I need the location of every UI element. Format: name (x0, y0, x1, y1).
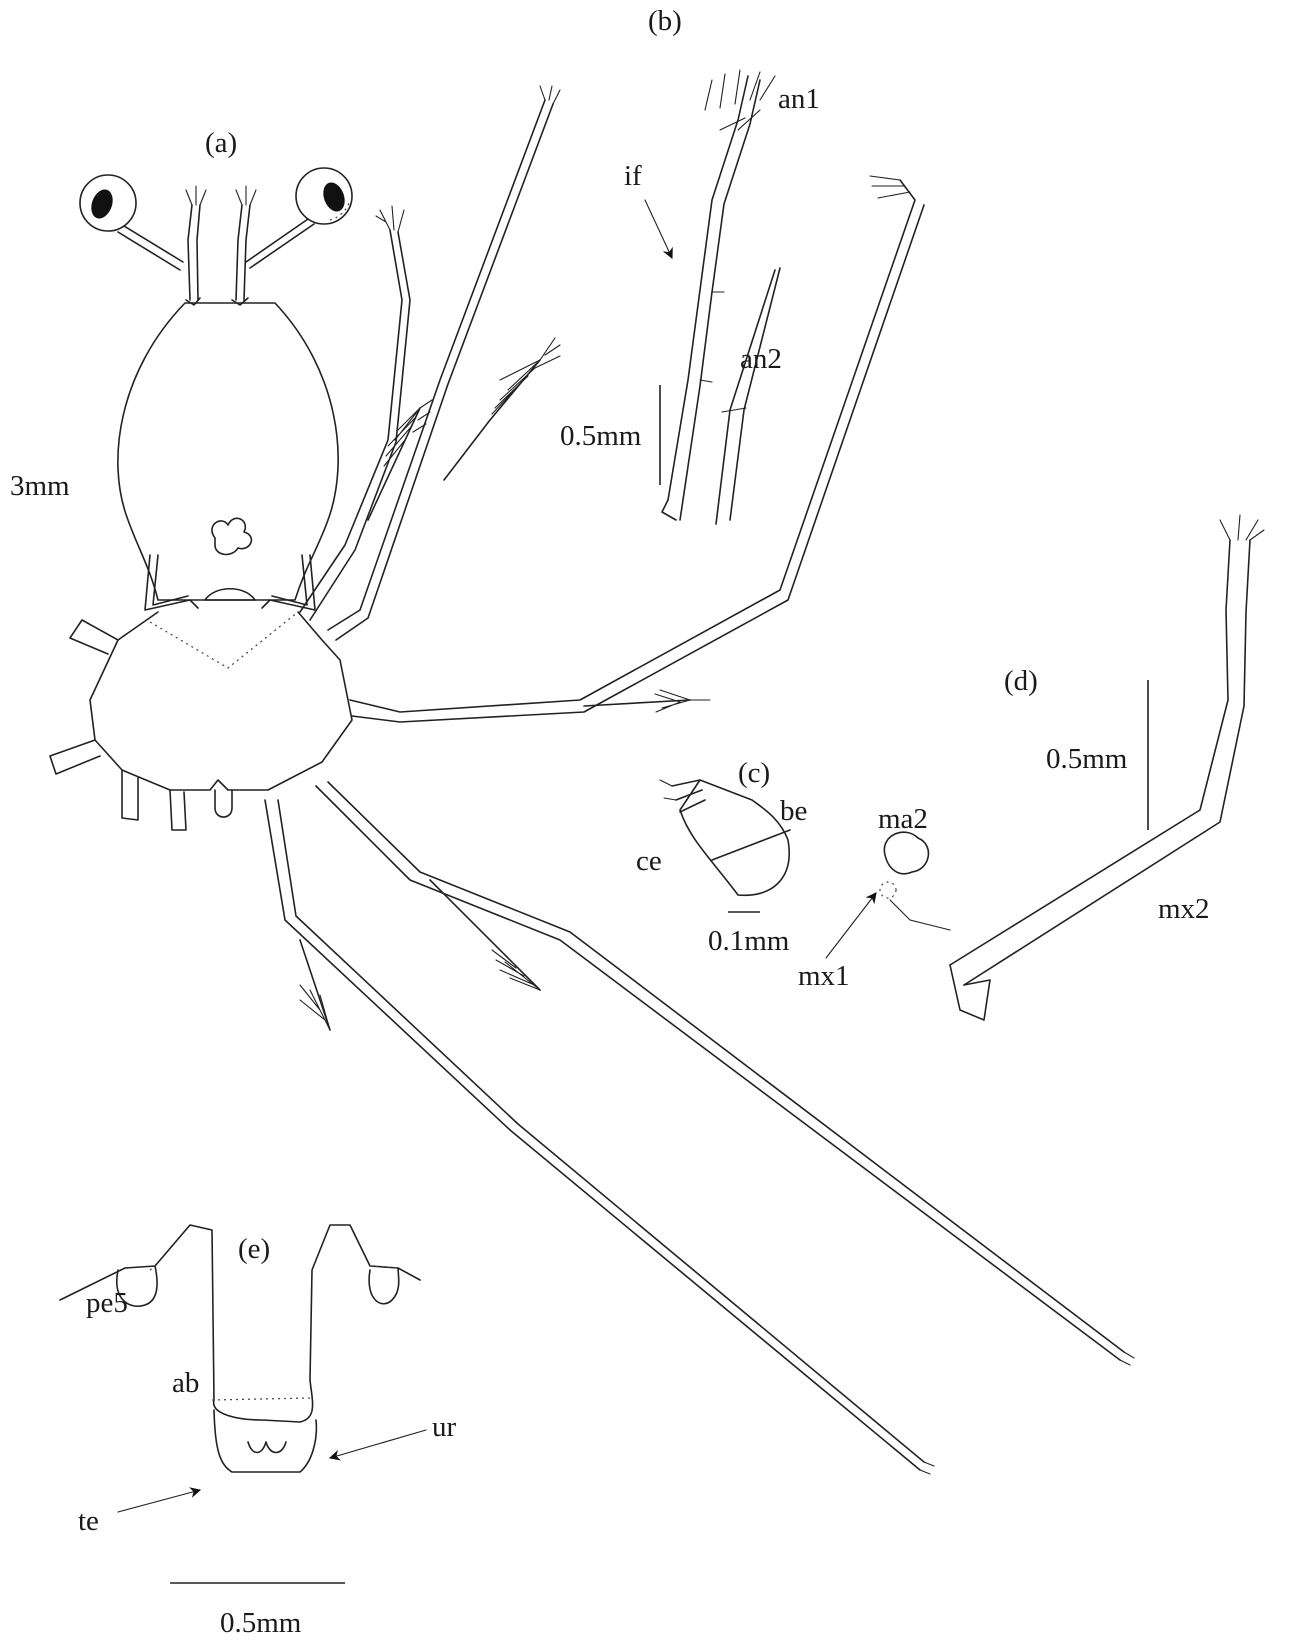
scale-e-label: 0.5mm (220, 1607, 302, 1639)
eye-right (245, 167, 353, 269)
label-ur: ur (432, 1411, 457, 1443)
label-an2: an2 (740, 343, 782, 375)
panel-c-drawing (659, 779, 791, 897)
label-mx1: mx1 (798, 960, 850, 992)
panel-e-label: (e) (238, 1233, 270, 1265)
scale-a-label: 3mm (10, 470, 70, 502)
arrow-te (117, 1487, 202, 1513)
dorsal-organ (211, 517, 253, 556)
arrow-mx1 (825, 892, 877, 959)
label-ab: ab (172, 1367, 199, 1399)
label-pe5: pe5 (86, 1287, 128, 1319)
label-ma2: ma2 (878, 803, 928, 835)
panel-e-drawing (59, 1224, 421, 1473)
carapace (117, 302, 339, 601)
thorax (89, 611, 353, 791)
panel-d-label: (d) (1004, 665, 1038, 697)
label-be: be (780, 795, 807, 827)
panel-c-label: (c) (738, 757, 770, 789)
label-mx2: mx2 (1158, 893, 1210, 925)
eye-left (79, 174, 184, 271)
label-te: te (78, 1505, 99, 1537)
panel-d-drawing (879, 514, 1265, 1021)
label-if: if (624, 160, 642, 192)
panel-a-label: (a) (205, 127, 237, 159)
panel-a-drawing (49, 85, 1135, 1475)
head-antennules (185, 185, 257, 306)
panel-b-drawing (661, 69, 781, 525)
arrow-if (644, 199, 673, 259)
panel-b-label: (b) (648, 5, 682, 37)
label-ce: ce (636, 845, 662, 877)
scale-c-label: 0.1mm (708, 925, 790, 957)
scale-d-label: 0.5mm (1046, 743, 1128, 775)
arrow-ur (328, 1429, 427, 1461)
label-an1: an1 (778, 83, 820, 115)
scale-b-label: 0.5mm (560, 420, 642, 452)
